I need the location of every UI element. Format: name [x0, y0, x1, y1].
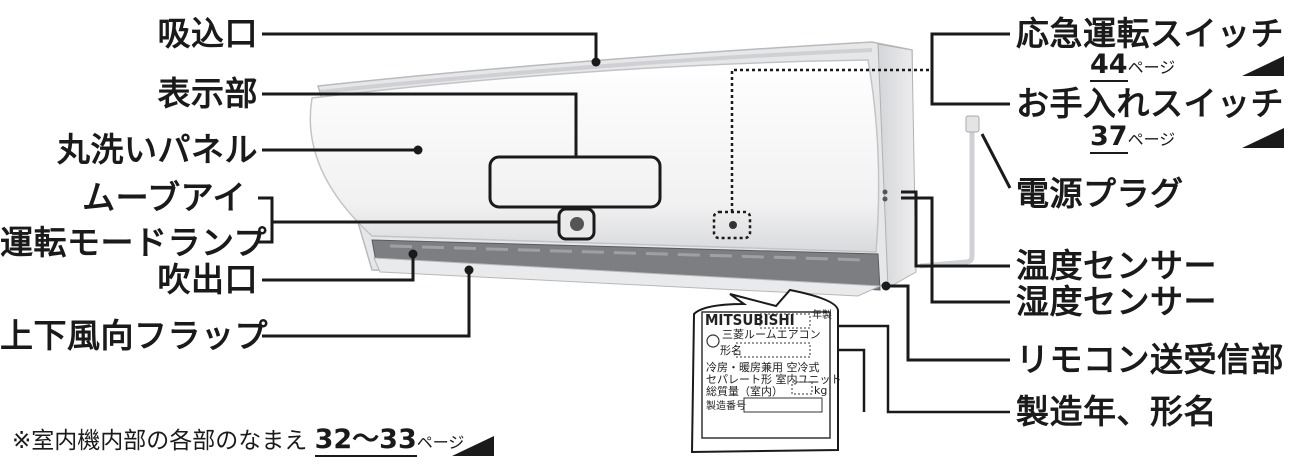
- leader-display: [262, 92, 578, 157]
- nameplate-line1: 冷房・暖房兼用 空冷式: [706, 361, 820, 374]
- leader-bracket: [258, 196, 274, 244]
- leader-lines: [258, 32, 1012, 414]
- label-remote-receiver: リモコン送受信部: [1016, 340, 1284, 379]
- leader-dot-panel: [413, 145, 423, 155]
- leader-flap: [262, 272, 471, 338]
- emergency-arrow-icon: [1242, 56, 1284, 76]
- label-intake: 吸込口: [157, 14, 258, 53]
- cleaning-page-number: 37: [1090, 121, 1128, 154]
- power-cord: [919, 126, 975, 269]
- footnote-text: ※室内機内部の各部のなまえ: [12, 428, 308, 454]
- leader-dot-outlet: [408, 249, 418, 259]
- nameplate-brand: MITSUBISHI: [705, 311, 795, 329]
- footnote-arrow-icon: [452, 436, 494, 456]
- leader-dot-flap: [464, 265, 474, 275]
- emergency-page-suffix: ページ: [1127, 58, 1176, 77]
- footnote-pages[interactable]: 32〜33: [314, 424, 417, 457]
- vane-flap: [373, 257, 881, 297]
- label-move-eye: ムーブアイ: [82, 178, 246, 217]
- label-washable-panel: 丸洗いパネル: [57, 130, 258, 169]
- leader-dot-intake: [591, 57, 601, 67]
- unit-side-panel: [877, 43, 917, 289]
- nameplate-line3: 総質量（室内）: [706, 385, 783, 398]
- cleaning-page-suffix: ページ: [1127, 130, 1176, 149]
- label-outlet: 吹出口: [157, 260, 258, 299]
- leader-intake: [262, 32, 598, 60]
- leader-year: [812, 324, 1010, 414]
- nameplate-line2: セパレート形 室内ユニット: [706, 373, 842, 386]
- leader-outlet: [262, 256, 415, 282]
- nameplate: [690, 288, 839, 454]
- label-emergency-switch: 応急運転スイッチ: [1016, 14, 1284, 53]
- nameplate-product: 三菱ルームエアコン: [722, 328, 821, 341]
- cleaning-page-ref[interactable]: 37ページ: [1090, 121, 1176, 155]
- label-power-plug: 電源プラグ: [1016, 174, 1184, 213]
- nameplate-serial-label: 製造番号: [706, 401, 746, 412]
- cleaning-arrow-icon: [1242, 128, 1284, 148]
- label-flap: 上下風向フラップ: [0, 316, 268, 355]
- label-temp-sensor: 温度センサー: [1016, 246, 1217, 285]
- label-mode-lamp: 運転モードランプ: [0, 223, 268, 262]
- nameplate-unit: kg: [814, 384, 828, 397]
- indoor-unit: [309, 41, 917, 297]
- nameplate-year-mark: 年製: [812, 310, 832, 321]
- label-cleaning-switch: お手入れスイッチ: [1016, 84, 1284, 123]
- nameplate-model-label: 形名: [720, 344, 742, 357]
- leader-plug: [980, 133, 1012, 189]
- leader-temp: [901, 190, 1010, 268]
- label-display: 表示部: [157, 74, 258, 113]
- leader-dot-remote: [881, 281, 891, 291]
- emergency-page-number: 44: [1090, 49, 1128, 82]
- leader-humid: [901, 196, 1010, 304]
- label-year-model: 製造年、形名: [1016, 392, 1217, 431]
- leader-remote: [888, 284, 1010, 362]
- air-outlet: [371, 239, 881, 291]
- emergency-page-ref[interactable]: 44ページ: [1090, 49, 1176, 83]
- power-plug: [965, 115, 980, 133]
- footnote: ※室内機内部の各部のなまえ 32〜33ページ: [12, 424, 464, 457]
- label-humidity-sensor: 湿度センサー: [1016, 282, 1217, 321]
